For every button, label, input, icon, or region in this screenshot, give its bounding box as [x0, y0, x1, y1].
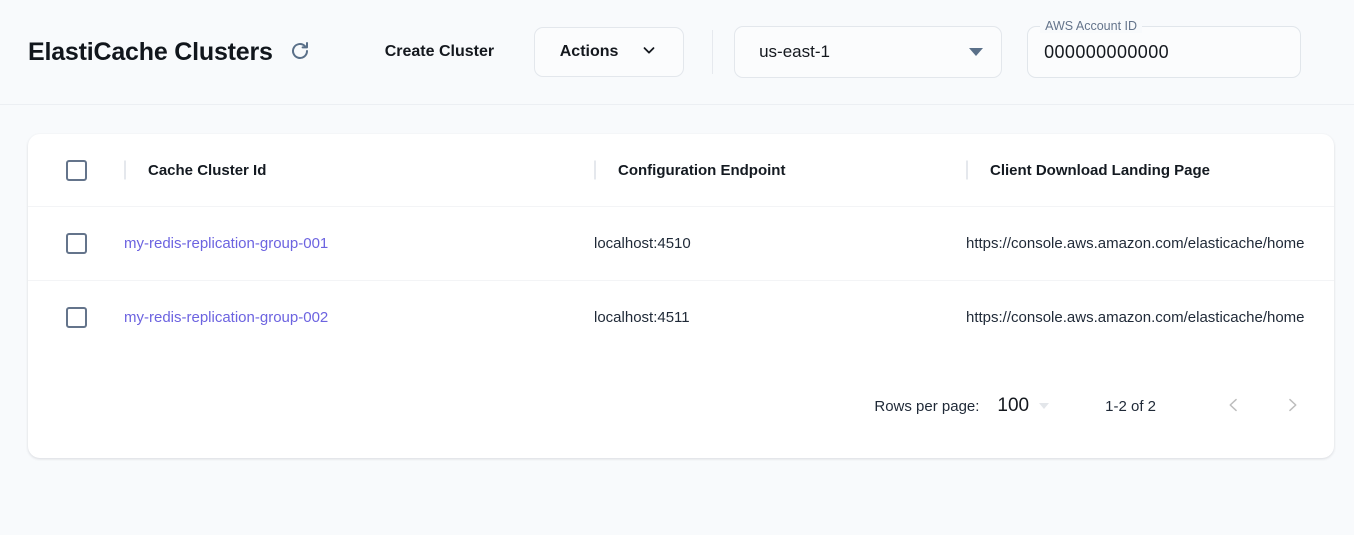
rows-per-page-label: Rows per page: [874, 397, 980, 415]
row-select-cell [28, 207, 124, 281]
clusters-card: Cache Cluster Id Configuration Endpoint … [28, 134, 1334, 458]
header-divider [712, 30, 714, 74]
create-cluster-button[interactable]: Create Cluster [379, 35, 500, 69]
app-header: ElastiCache Clusters Create Cluster Acti… [0, 0, 1354, 105]
cell-configuration-endpoint: localhost:4510 [594, 207, 966, 281]
region-select[interactable]: us-east-1 [734, 26, 1003, 78]
cluster-id-link[interactable]: my-redis-replication-group-002 [124, 308, 329, 326]
triangle-down-icon [1039, 403, 1050, 409]
table-row: my-redis-replication-group-001 localhost… [28, 206, 1334, 281]
chevron-left-icon [1224, 395, 1244, 418]
triangle-down-icon [969, 48, 984, 56]
cell-client-download-landing-page: https://console.aws.amazon.com/elasticac… [966, 281, 1334, 355]
select-all-checkbox[interactable] [66, 159, 87, 181]
landing-page-text: https://console.aws.amazon.com/elasticac… [966, 308, 1305, 326]
column-header-configuration-endpoint[interactable]: Configuration Endpoint [594, 134, 966, 207]
aws-account-id-field[interactable]: AWS Account ID 000000000000 [1027, 19, 1302, 78]
table-row: my-redis-replication-group-002 localhost… [28, 280, 1334, 355]
cell-cache-cluster-id: my-redis-replication-group-001 [124, 207, 594, 281]
table-pagination: Rows per page: 100 1-2 of 2 [28, 354, 1334, 458]
pagination-range: 1-2 of 2 [1105, 397, 1156, 415]
refresh-icon [288, 39, 312, 66]
column-header-client-download-landing-page[interactable]: Client Download Landing Page [966, 134, 1334, 207]
chevron-down-icon [640, 41, 658, 64]
clusters-table: Cache Cluster Id Configuration Endpoint … [28, 134, 1334, 354]
select-all-cell [28, 134, 124, 207]
column-header-label: Cache Cluster Id [124, 162, 594, 179]
actions-button[interactable]: Actions [534, 27, 685, 77]
title-group: ElastiCache Clusters [28, 38, 313, 67]
row-checkbox[interactable] [66, 233, 87, 254]
aws-account-id-label: AWS Account ID [1040, 19, 1143, 33]
column-header-label: Client Download Landing Page [966, 162, 1334, 179]
column-header-cache-cluster-id[interactable]: Cache Cluster Id [124, 134, 594, 207]
refresh-button[interactable] [287, 39, 313, 65]
cell-configuration-endpoint: localhost:4511 [594, 281, 966, 355]
aws-account-id-value: 000000000000 [1044, 41, 1170, 62]
cell-cache-cluster-id: my-redis-replication-group-002 [124, 281, 594, 355]
rows-per-page-value: 100 [997, 395, 1030, 416]
row-select-cell [28, 281, 124, 355]
table-header-row: Cache Cluster Id Configuration Endpoint … [28, 134, 1334, 207]
actions-button-label: Actions [559, 43, 619, 60]
cell-client-download-landing-page: https://console.aws.amazon.com/elasticac… [966, 207, 1334, 281]
page-title: ElastiCache Clusters [28, 37, 273, 66]
chevron-right-icon [1282, 395, 1302, 418]
rows-per-page-select[interactable]: 100 [997, 395, 1050, 417]
column-header-label: Configuration Endpoint [594, 162, 966, 179]
previous-page-button[interactable] [1214, 386, 1254, 426]
next-page-button[interactable] [1272, 386, 1312, 426]
row-checkbox[interactable] [66, 307, 87, 328]
cluster-id-link[interactable]: my-redis-replication-group-001 [124, 234, 329, 252]
landing-page-text: https://console.aws.amazon.com/elasticac… [966, 234, 1305, 252]
region-select-value: us-east-1 [759, 42, 830, 61]
endpoint-text: localhost:4510 [594, 234, 691, 252]
endpoint-text: localhost:4511 [594, 308, 690, 326]
